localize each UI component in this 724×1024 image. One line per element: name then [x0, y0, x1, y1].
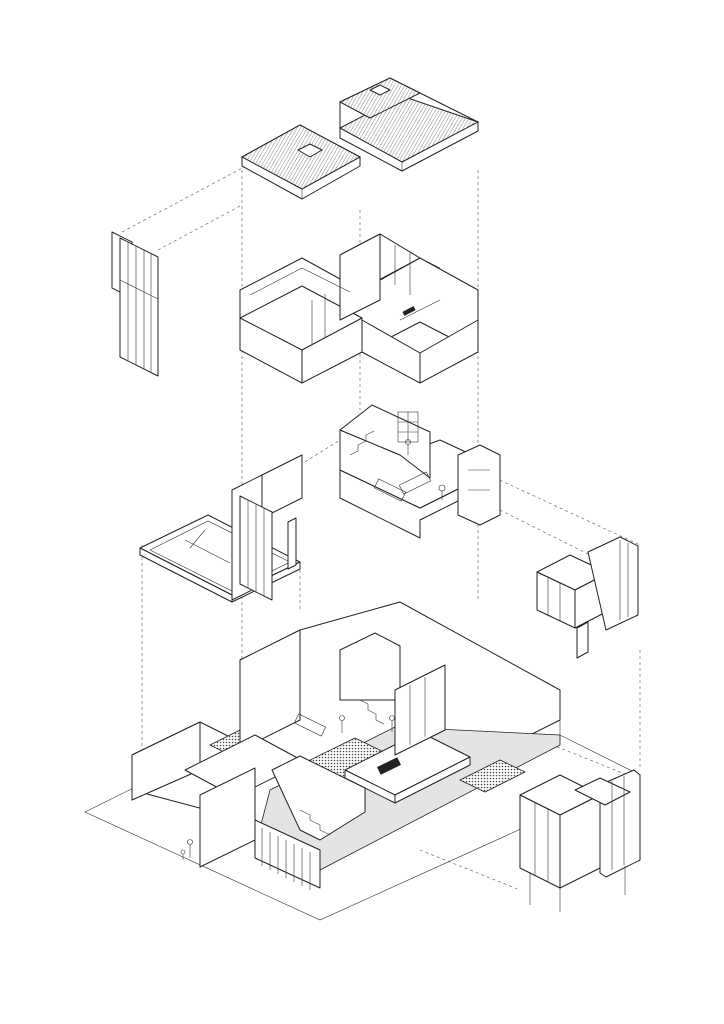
people-figures [180, 715, 395, 860]
ground-floor [84, 601, 641, 921]
facade-panel-middle [231, 454, 303, 601]
terrace-slab [139, 514, 301, 603]
facade-module-right [536, 536, 639, 659]
facade-module-lower-right [519, 769, 641, 912]
upper-floor [239, 233, 479, 384]
facade-panel-upper [111, 231, 159, 377]
middle-floor [339, 404, 501, 539]
projection-lines [121, 164, 641, 891]
roof-level [240, 77, 480, 200]
